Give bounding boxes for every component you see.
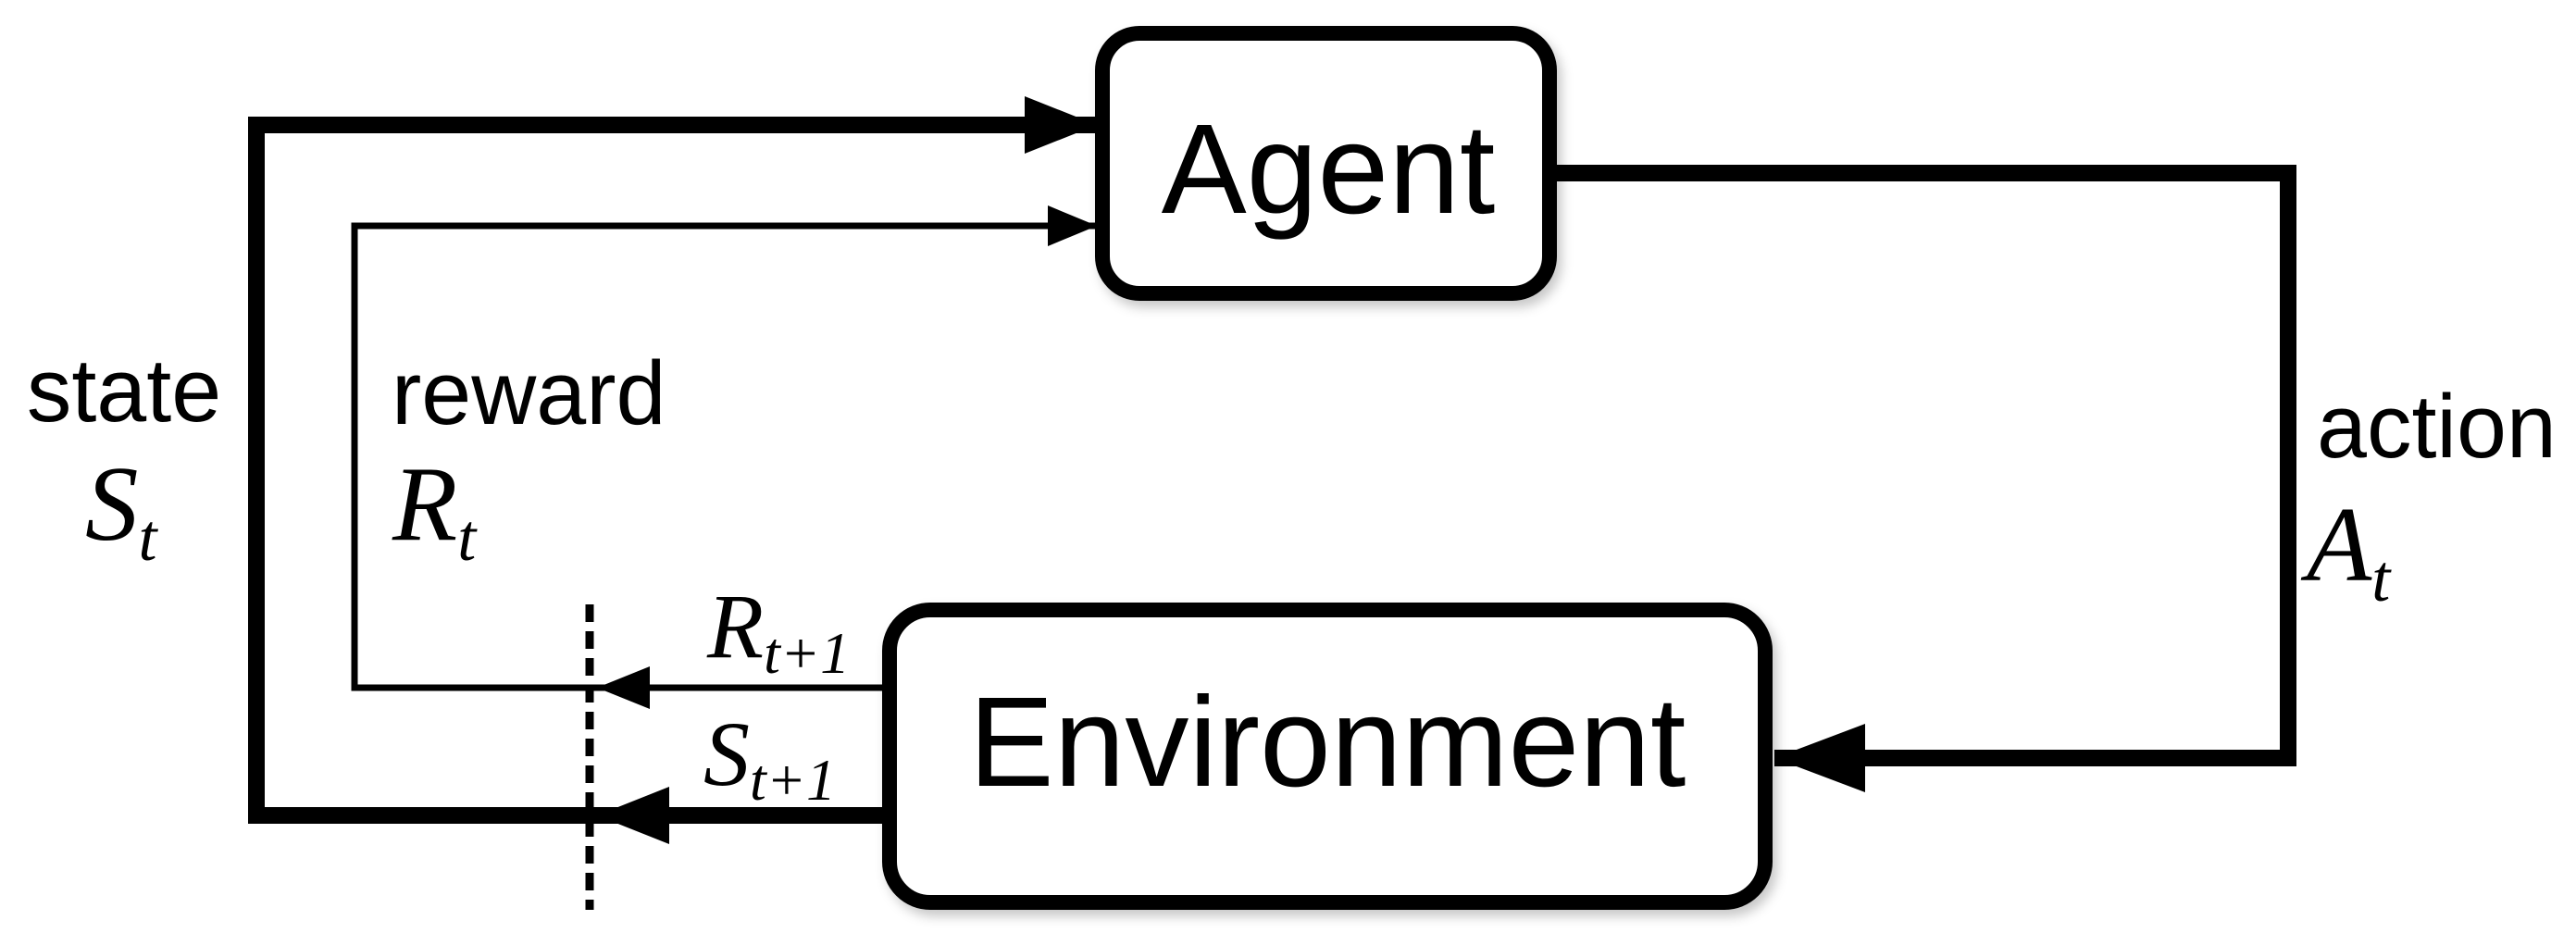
reward-into-agent-arrowhead	[1048, 205, 1097, 246]
next-state-symbol: S	[703, 703, 750, 805]
next-state-symbol-label: St+1	[703, 703, 836, 813]
state-line	[248, 117, 1095, 824]
agent-box	[1095, 26, 1557, 301]
action-symbol-label: At	[2300, 486, 2392, 615]
environment-box	[882, 603, 1773, 910]
next-state-subscript: t+1	[750, 747, 836, 813]
next-reward-subscript: t+1	[764, 620, 850, 686]
reward-symbol-label: Rt	[392, 445, 478, 575]
state-into-agent-arrowhead	[1025, 96, 1097, 154]
environment-label: Environment	[969, 671, 1686, 814]
action-word-label: action	[2317, 376, 2557, 477]
action-line	[1557, 165, 2296, 766]
next-state-arrowhead	[597, 787, 669, 844]
reward-symbol: R	[392, 445, 457, 563]
state-symbol-label: St	[85, 445, 159, 575]
action-symbol: A	[2300, 486, 2372, 603]
reward-symbol-subscript: t	[457, 501, 478, 575]
agent-label: Agent	[1162, 98, 1496, 241]
next-reward-arrowhead	[597, 666, 650, 709]
state-symbol: S	[85, 445, 139, 563]
reward-word-label: reward	[392, 342, 666, 443]
next-reward-symbol: R	[706, 575, 764, 678]
state-symbol-subscript: t	[139, 501, 159, 575]
action-into-environment-arrowhead	[1774, 724, 1865, 792]
action-symbol-subscript: t	[2371, 541, 2392, 615]
next-reward-symbol-label: Rt+1	[706, 575, 850, 686]
state-word-label: state	[27, 340, 221, 441]
